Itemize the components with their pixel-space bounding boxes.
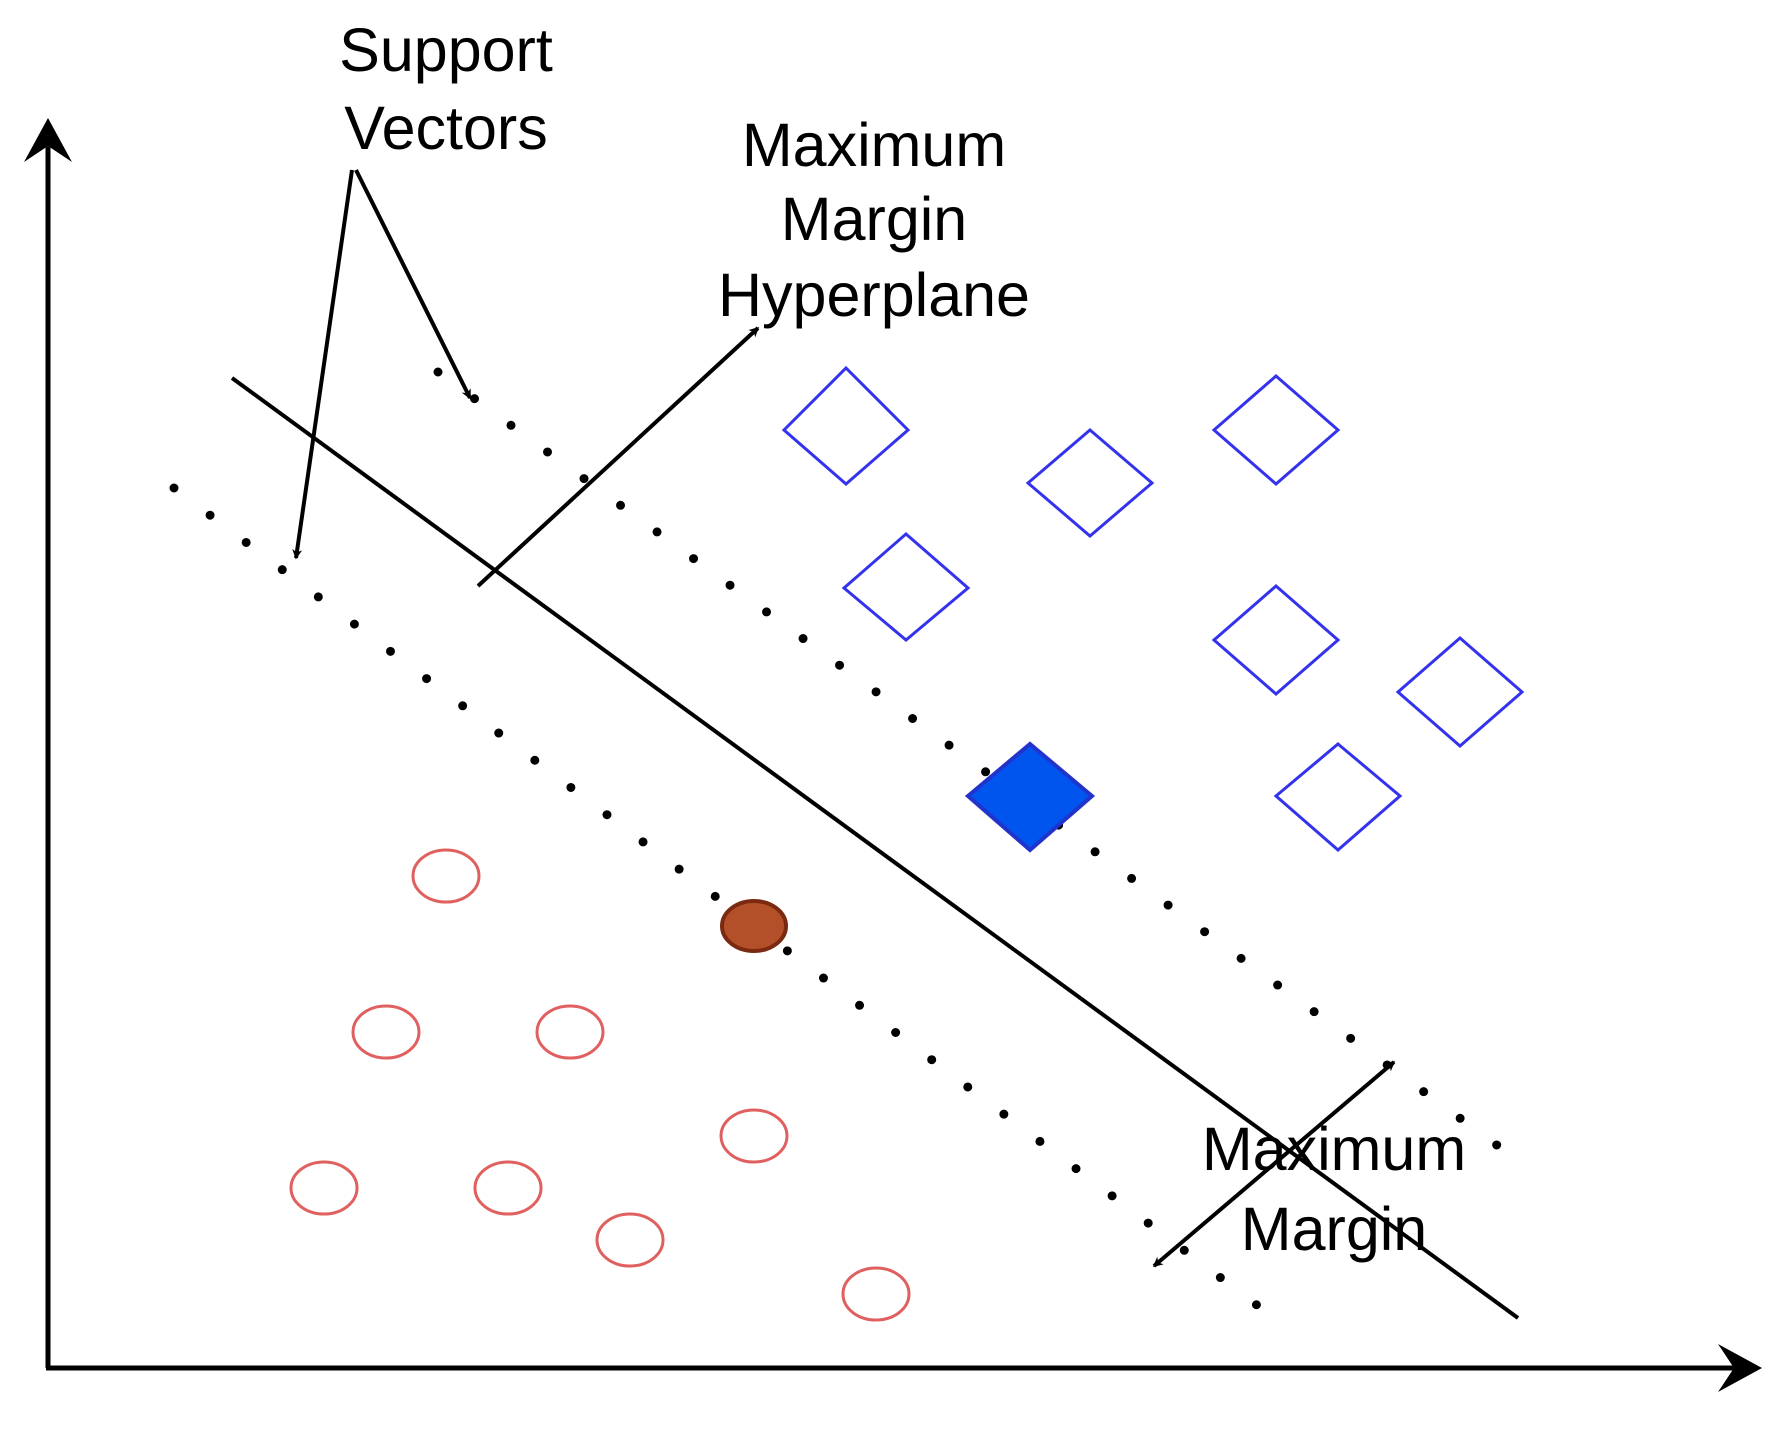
margin-width-arrow bbox=[1152, 1060, 1396, 1268]
diamond-support-vector bbox=[964, 741, 1096, 853]
circle-point bbox=[595, 1212, 665, 1268]
hyperplane-label-line-3: Hyperplane bbox=[718, 261, 1030, 329]
diamond-point bbox=[781, 365, 911, 486]
circle-point bbox=[289, 1160, 359, 1216]
diamond-point bbox=[1273, 742, 1403, 852]
circle-point bbox=[351, 1004, 421, 1060]
circle-point bbox=[719, 1108, 789, 1164]
class-diamond-points bbox=[781, 365, 1525, 853]
hyperplane-normal-arrow bbox=[476, 326, 760, 588]
support-vectors-label-line-2: Vectors bbox=[344, 94, 547, 162]
circle-support-vector bbox=[720, 899, 788, 953]
axes bbox=[24, 118, 1762, 1392]
circle-point bbox=[841, 1266, 911, 1322]
x-axis-arrowhead bbox=[1718, 1344, 1762, 1392]
circle-point bbox=[411, 848, 481, 904]
circle-point bbox=[473, 1160, 543, 1216]
margin-label-line-1: Maximum bbox=[1202, 1115, 1466, 1183]
margin-label-line-2: Margin bbox=[1241, 1195, 1427, 1263]
support-vectors-arrow-lower bbox=[292, 169, 354, 560]
support-vectors-label-line-1: Support bbox=[339, 16, 553, 84]
diamond-point bbox=[1211, 584, 1341, 696]
diamond-point bbox=[1395, 636, 1525, 748]
hyperplane-label-line-2: Margin bbox=[781, 185, 967, 253]
lower-margin-line bbox=[169, 483, 1279, 1323]
upper-margin-line bbox=[433, 367, 1525, 1167]
annotation-arrows bbox=[292, 169, 1396, 1268]
support-vectors-arrow-upper bbox=[354, 169, 472, 400]
hyperplane-label-line-1: Maximum bbox=[742, 111, 1006, 179]
circle-point bbox=[535, 1004, 605, 1060]
diamond-point bbox=[1025, 428, 1155, 538]
diamond-point bbox=[1211, 374, 1341, 486]
diamond-point bbox=[841, 532, 971, 642]
class-circle-points bbox=[289, 848, 911, 1322]
y-axis-arrowhead bbox=[24, 118, 72, 162]
